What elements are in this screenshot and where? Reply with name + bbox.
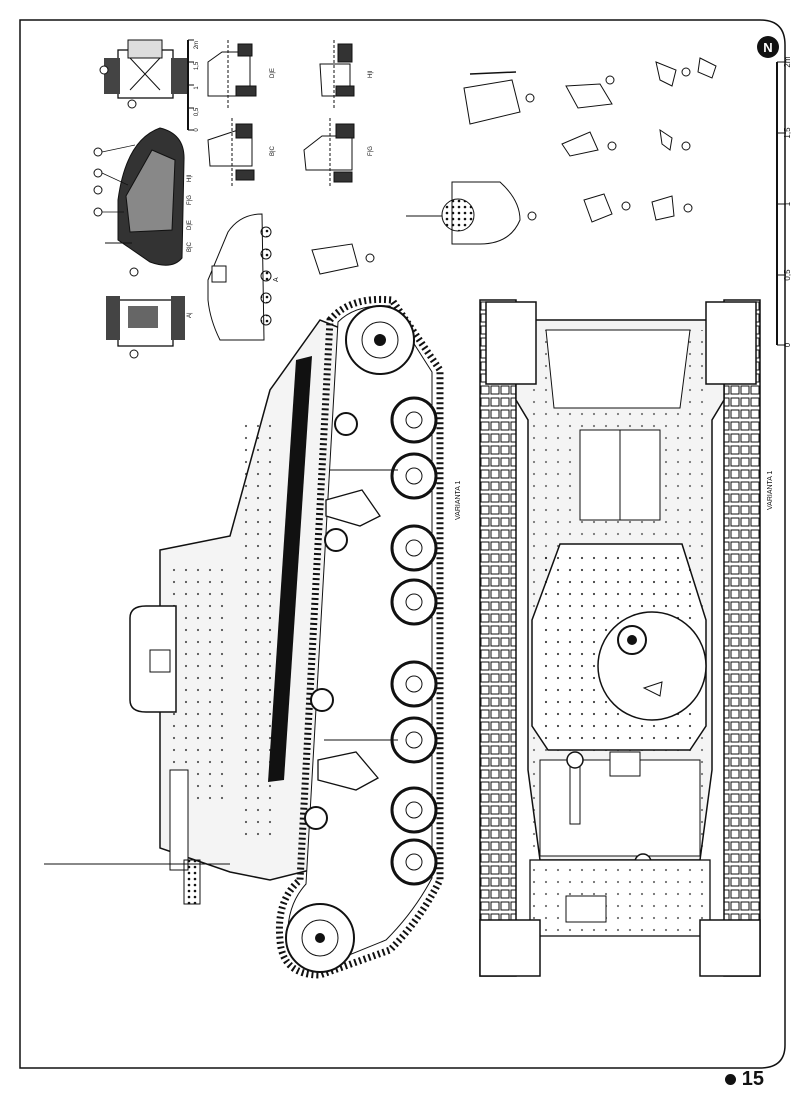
- front-view-small: [99, 39, 187, 109]
- section-label: B|C: [187, 241, 193, 252]
- page-number: 15: [724, 1068, 764, 1091]
- section-a-outline: A: [207, 213, 280, 341]
- section-label: F|G: [187, 195, 193, 205]
- part-box-1: [583, 193, 631, 223]
- side-view-drawing: VARIANTA 1: [44, 295, 462, 979]
- scale-tick-label: 1: [194, 86, 200, 90]
- cross-section-de: D|E: [207, 40, 276, 110]
- return-rollers: [304, 412, 358, 830]
- scale-tick-label: 2m: [783, 56, 792, 67]
- scale-tick-label: 0: [783, 342, 792, 347]
- part-drum: [406, 181, 537, 245]
- section-label: D|E: [270, 68, 276, 78]
- part-bracket-large: [463, 71, 535, 125]
- detail-scale-bar: 2m 1,5 1 0,5 0: [187, 39, 200, 132]
- scale-tick-label: 2m: [194, 41, 200, 49]
- road-wheels: [390, 396, 438, 886]
- part-plate-1: [565, 75, 615, 109]
- scale-tick-label: 0,5: [783, 269, 792, 281]
- scale-tick-label: 1,5: [783, 127, 792, 139]
- part-clip-1: [655, 57, 717, 87]
- main-scale-bar: 2m 1,5 1 0,5 0: [776, 56, 792, 347]
- section-label: F|G: [368, 146, 374, 156]
- cross-section-hi: H|I: [319, 40, 374, 108]
- top-variant-label: VARIANTA 1: [767, 470, 774, 510]
- rear-view-small: A|: [106, 296, 193, 359]
- side-view-small: B|C D|E F|G H|I: [93, 127, 193, 277]
- cross-section-fg: F|G: [303, 118, 374, 186]
- section-label: H|I: [187, 174, 193, 182]
- page-number-text: 15: [741, 1068, 764, 1090]
- bullet-icon: [724, 1074, 736, 1085]
- section-label: A|: [187, 312, 193, 318]
- section-label: A: [273, 277, 280, 282]
- section-label: D|E: [187, 220, 193, 230]
- scale-tick-label: 1: [783, 201, 792, 206]
- part-plate-2: [561, 131, 617, 157]
- part-box-2: [651, 195, 693, 221]
- section-label: H|I: [368, 70, 374, 78]
- svg-text:N: N: [763, 40, 772, 55]
- part-clip-2: [659, 128, 691, 151]
- scale-tick-label: 0: [194, 128, 200, 132]
- bracket-part-small: [311, 243, 375, 275]
- section-label: B|C: [270, 145, 276, 156]
- scale-tick-label: 1,5: [194, 61, 200, 70]
- top-view-drawing: VARIANTA 1: [479, 299, 774, 977]
- side-variant-label: VARIANTA 1: [455, 480, 462, 520]
- scale-tick-label: 0,5: [194, 107, 200, 116]
- publisher-logo: N: [757, 36, 779, 58]
- cross-section-bc: B|C: [207, 118, 276, 186]
